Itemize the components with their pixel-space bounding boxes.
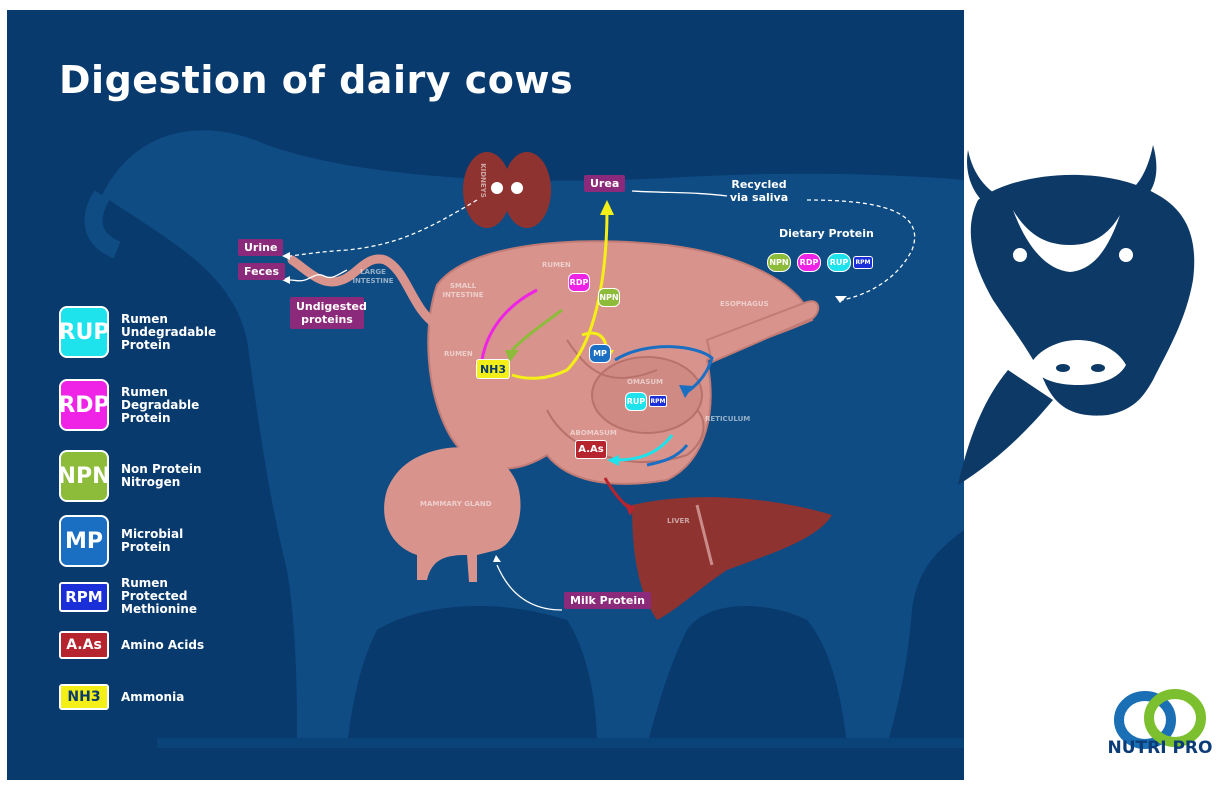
rup-badge-omasum: RUP [625, 392, 647, 411]
nh3-badge: NH3 [476, 359, 510, 379]
label-rumen-left: RUMEN [444, 350, 473, 359]
npn-badge: NPN [598, 288, 620, 307]
label-liver: LIVER [667, 517, 690, 526]
legend-label: Ammonia [121, 691, 231, 704]
undigested-tag: Undigested proteins [290, 297, 364, 329]
legend-badge: RDP [59, 379, 109, 431]
legend-badge: NH3 [59, 684, 109, 710]
diagram-panel: Digestion of dairy cows KIDNEYS LARGE IN… [7, 10, 964, 780]
feces-tag: Feces [238, 263, 285, 280]
rpm-badge-omasum: RPM [649, 395, 667, 407]
legend-item-aas: A.As Amino Acids [59, 631, 231, 659]
legend-label: Amino Acids [121, 639, 231, 652]
urea-tag: Urea [584, 175, 625, 192]
recycled-label: Recycled via saliva [729, 178, 789, 204]
legend-item-rdp: RDP Rumen Degradable Protein [59, 379, 231, 431]
legend-badge: RPM [59, 582, 109, 612]
label-rumen-top: RUMEN [542, 261, 571, 270]
legend-label: Rumen Undegradable Protein [121, 313, 231, 352]
dietary-rup-badge: RUP [827, 253, 851, 272]
dietary-rpm-badge: RPM [853, 256, 873, 269]
dietary-protein-label: Dietary Protein [779, 227, 874, 240]
label-kidneys: KIDNEYS [478, 163, 487, 198]
label-esophagus: ESOPHAGUS [720, 300, 769, 309]
legend-item-npn: NPN Non Protein Nitrogen [59, 450, 231, 502]
rdp-badge: RDP [568, 273, 590, 292]
legend-label: Non Protein Nitrogen [121, 463, 231, 489]
label-reticulum: RETICULUM [705, 415, 750, 424]
legend-item-nh3: NH3 Ammonia [59, 684, 231, 710]
legend-badge: MP [59, 515, 109, 567]
legend-item-rpm: RPM Rumen Protected Methionine [59, 577, 231, 616]
label-abomasum: ABOMASUM [570, 429, 617, 438]
legend-label: Rumen Protected Methionine [121, 577, 231, 616]
legend-item-rup: RUP Rumen Undegradable Protein [59, 306, 231, 358]
legend-label: Microbial Protein [121, 528, 231, 554]
legend-item-mp: MP Microbial Protein [59, 515, 231, 567]
legend-label: Rumen Degradable Protein [121, 386, 231, 425]
tail-shape [94, 195, 117, 250]
legend-badge: RUP [59, 306, 109, 358]
urine-tag: Urine [238, 239, 283, 256]
brand-name: NUTRI PRO [1106, 738, 1214, 758]
label-mammary: MAMMARY GLAND [420, 500, 492, 509]
aas-badge: A.As [575, 440, 607, 459]
legend-badge: NPN [59, 450, 109, 502]
mp-badge: MP [589, 344, 611, 363]
dietary-npn-badge: NPN [767, 253, 791, 272]
legend-badge: A.As [59, 631, 109, 659]
cow-head-illustration [958, 140, 1223, 500]
milk-protein-tag: Milk Protein [564, 592, 651, 609]
page-title: Digestion of dairy cows [59, 58, 573, 102]
label-omasum: OMASUM [627, 378, 663, 387]
label-large-intestine: LARGE INTESTINE [347, 268, 399, 286]
label-small-intestine: SMALL INTESTINE [440, 282, 486, 300]
dietary-rdp-badge: RDP [797, 253, 821, 272]
